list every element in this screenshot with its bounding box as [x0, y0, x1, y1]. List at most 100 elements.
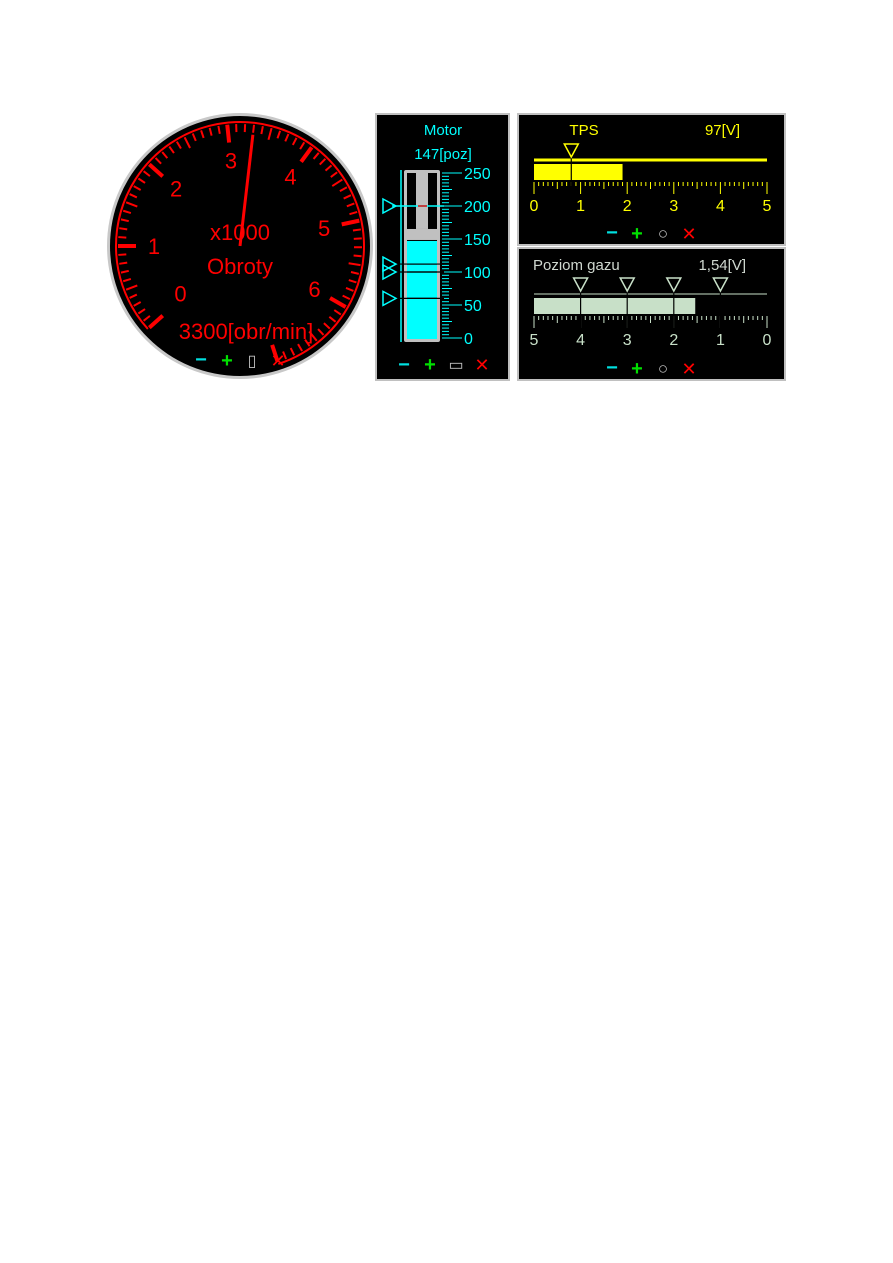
tps-tick-label: 0 [530, 198, 539, 215]
gas_level-marker-triangle [665, 277, 683, 293]
minus-button[interactable]: − [606, 357, 618, 379]
close-button[interactable]: ✕ [681, 224, 696, 244]
gauge-tick [260, 125, 264, 135]
gauge-tick [353, 254, 362, 258]
gauge-tick [122, 277, 132, 283]
gauge-tick-label: 2 [170, 176, 182, 201]
close-button[interactable]: ✕ [270, 351, 285, 371]
gauge-tick [120, 269, 129, 274]
gauge-tick [125, 201, 138, 208]
gauge-tick [343, 194, 352, 200]
motor-title: Motor [424, 122, 462, 139]
gauge-tick [339, 186, 348, 192]
motor-frame [375, 113, 510, 381]
gauge-tick [331, 178, 343, 187]
gauge-tick [291, 137, 298, 146]
gauge-tick [299, 141, 306, 150]
tps-marker-triangle [563, 143, 580, 159]
motor-scale-ticks [442, 172, 462, 339]
close-button[interactable]: ✕ [474, 355, 489, 375]
gauge-tick [129, 293, 138, 299]
motor-marker-triangle [382, 263, 398, 281]
gas_level-tick-label: 5 [530, 332, 539, 349]
gauge-tick [333, 309, 342, 316]
gauge-title: Obroty [207, 254, 273, 279]
gauge-ticks [118, 124, 363, 363]
gauge-tick [133, 185, 142, 191]
motor-tick-label: 100 [464, 265, 491, 282]
gauge-tick [267, 127, 273, 141]
plus-button[interactable]: + [424, 354, 436, 376]
tps-tick-label: 1 [576, 198, 585, 215]
tps-readout: 97[V] [705, 122, 740, 139]
gauge-tick [125, 284, 138, 291]
shape-button[interactable]: ▯ [248, 353, 257, 370]
gauge-tick [119, 227, 128, 231]
gauge-tick [137, 177, 146, 184]
gauge-tick [329, 296, 347, 309]
motor-marker-triangle [382, 255, 398, 273]
gauge-tick [284, 133, 290, 142]
motor-tick-label: 150 [464, 232, 491, 249]
gauge-tick [317, 328, 325, 336]
motor-tick-label: 0 [464, 331, 473, 348]
gas_level-fill [534, 298, 696, 314]
shape-button[interactable]: ○ [658, 359, 668, 378]
tps-tick-label: 4 [716, 198, 725, 215]
gas_level-marker-triangle [618, 277, 636, 293]
minus-button[interactable]: − [606, 222, 618, 244]
shape-button[interactable]: ○ [658, 224, 668, 243]
gauge-tick [142, 315, 151, 322]
shape-button[interactable]: ▭ [448, 357, 463, 374]
gauge-tick [304, 339, 311, 347]
gauge-tick [133, 301, 142, 307]
gauge-tick [323, 322, 331, 330]
gauge-needle [238, 134, 255, 247]
motor-level-fill [407, 240, 437, 339]
gauge-tick [208, 127, 213, 136]
gauge-tick [183, 136, 191, 149]
gauge-tick [252, 124, 256, 133]
gauge-tick [282, 351, 288, 360]
motor-readout: 147[poz] [414, 146, 472, 163]
gauge-tick [308, 330, 318, 342]
gas_level-tick-label: 3 [623, 332, 632, 349]
motor-marker-triangle [382, 197, 398, 215]
gauge-tick [346, 202, 355, 208]
minus-button[interactable]: − [398, 354, 410, 376]
close-button[interactable]: ✕ [681, 359, 696, 379]
gauge-tick [119, 261, 128, 265]
gas-readout: 1,54[V] [698, 257, 746, 274]
gauge-tick-label: 4 [284, 164, 296, 189]
gas-title: Poziom gazu [533, 257, 620, 274]
gauge-tick-label: 5 [318, 216, 330, 241]
tps-tick-label: 2 [623, 198, 632, 215]
gauge-tick-label: 0 [174, 282, 186, 307]
motor-rod [416, 173, 428, 229]
minus-button[interactable]: − [195, 349, 207, 371]
tps-title: TPS [569, 122, 598, 139]
gauge-tick [345, 287, 354, 292]
gauge-tick [319, 158, 327, 166]
gauge-tick [330, 171, 338, 178]
gauge-tick [341, 218, 360, 227]
gauge-tick-label: 3 [225, 148, 237, 173]
motor-tick-label: 200 [464, 199, 491, 216]
plus-button[interactable]: + [631, 358, 643, 380]
gauge-tick [147, 314, 165, 330]
gas_level-tick-label: 4 [576, 332, 585, 349]
plus-button[interactable]: + [221, 350, 233, 372]
gauge-tick [168, 145, 175, 154]
gauge-tick-label: 1 [148, 234, 160, 259]
gauge-tick [297, 343, 303, 352]
plus-button[interactable]: + [631, 223, 643, 245]
gauge-tick [200, 130, 205, 139]
gauge-tick [342, 294, 351, 300]
